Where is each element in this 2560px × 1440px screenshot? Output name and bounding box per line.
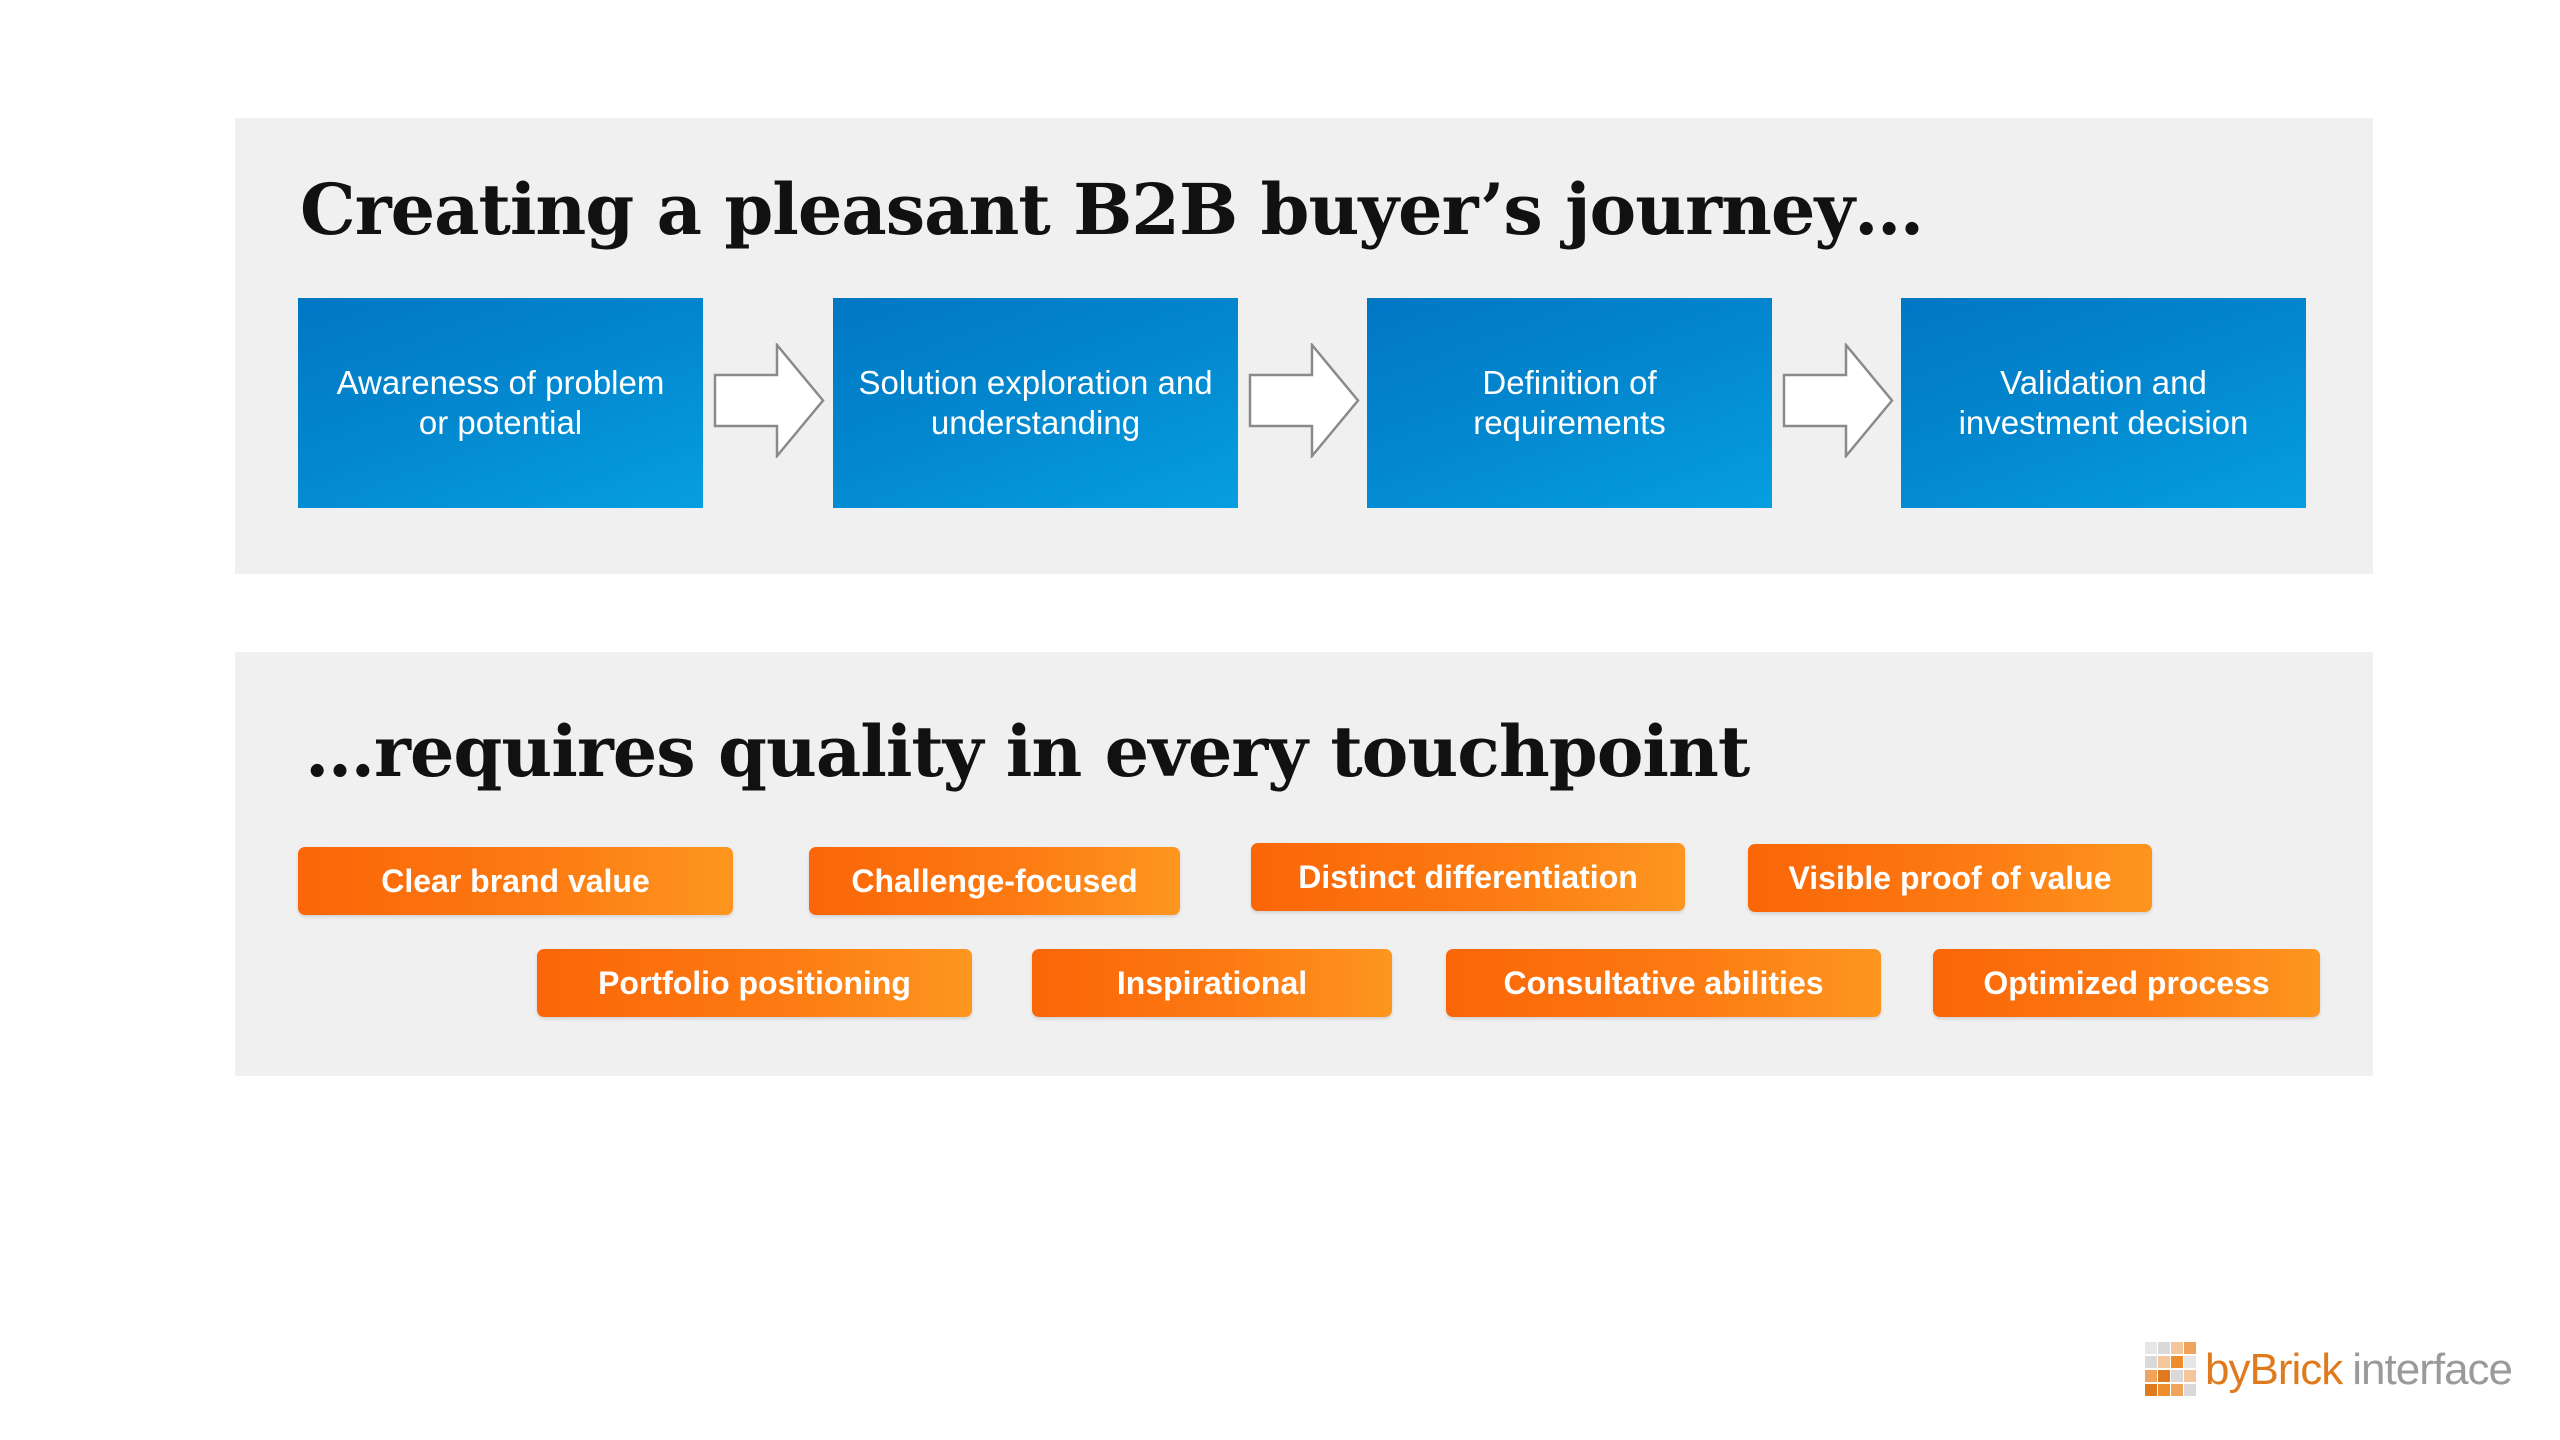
touchpoint-pill: Visible proof of value — [1748, 844, 2152, 912]
right-arrow-icon — [1248, 343, 1360, 458]
right-arrow-icon — [713, 343, 825, 458]
touchpoint-label: Distinct differentiation — [1298, 858, 1638, 895]
stage-validation: Validation and investment decision — [1901, 298, 2306, 508]
touchpoint-pill: Clear brand value — [298, 847, 733, 915]
journey-heading: Creating a pleasant B2B buyer’s journey… — [300, 168, 1924, 251]
logo-suffix-text: interface — [2352, 1345, 2513, 1394]
touchpoint-pill: Inspirational — [1032, 949, 1392, 1017]
stage-requirements: Definition of requirements — [1367, 298, 1772, 508]
touchpoint-label: Consultative abilities — [1503, 964, 1824, 1001]
touchpoint-label: Portfolio positioning — [598, 964, 911, 1001]
brick-grid-logo-icon — [2145, 1342, 2196, 1396]
stage-label: Validation and investment decision — [1958, 364, 2249, 441]
logo-brand-text: byBrick — [2205, 1345, 2343, 1394]
stage-exploration: Solution exploration and understanding — [833, 298, 1238, 508]
touchpoint-label: Clear brand value — [381, 862, 650, 899]
touchpoint-pill: Challenge-focused — [809, 847, 1180, 915]
touchpoint-label: Optimized process — [1983, 964, 2270, 1001]
stage-label: Definition of requirements — [1473, 364, 1666, 441]
touchpoints-heading: …requires quality in every touchpoint — [305, 710, 1750, 793]
touchpoint-pill: Consultative abilities — [1446, 949, 1881, 1017]
touchpoint-label: Inspirational — [1116, 964, 1308, 1001]
stage-awareness: Awareness of problem or potential — [298, 298, 703, 508]
stage-label: Awareness of problem or potential — [336, 364, 665, 441]
touchpoint-pill: Distinct differentiation — [1251, 843, 1685, 911]
stage-label: Solution exploration and understanding — [858, 364, 1213, 441]
touchpoint-pill: Portfolio positioning — [537, 949, 972, 1017]
touchpoint-label: Visible proof of value — [1788, 859, 2112, 896]
touchpoint-label: Challenge-focused — [851, 862, 1138, 899]
bybrick-logo: byBrick interface — [2145, 1340, 2513, 1400]
right-arrow-icon — [1782, 343, 1894, 458]
touchpoint-pill: Optimized process — [1933, 949, 2320, 1017]
